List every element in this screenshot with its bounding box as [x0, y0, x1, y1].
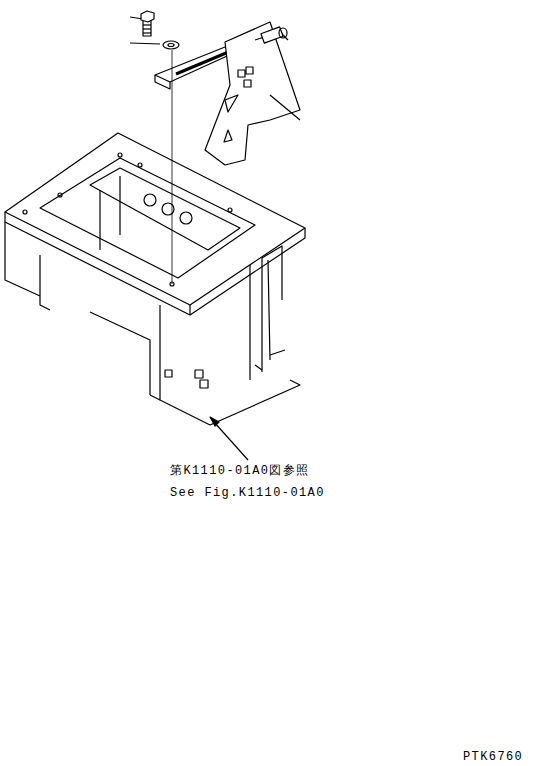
reference-note: 第K1110-01A0図参照	[170, 464, 310, 478]
bolt	[141, 11, 154, 36]
washer	[168, 44, 174, 47]
washer	[163, 41, 179, 49]
leader-line	[270, 95, 300, 120]
center-line	[172, 50, 173, 284]
drawing-number: PTK6760	[463, 750, 523, 764]
reference-arrow	[214, 422, 248, 460]
arrowhead	[210, 417, 219, 426]
reference-note: See Fig.K1110-01A0	[170, 486, 325, 500]
leader-line	[130, 43, 160, 44]
bracket	[155, 22, 300, 165]
frame	[5, 133, 305, 425]
